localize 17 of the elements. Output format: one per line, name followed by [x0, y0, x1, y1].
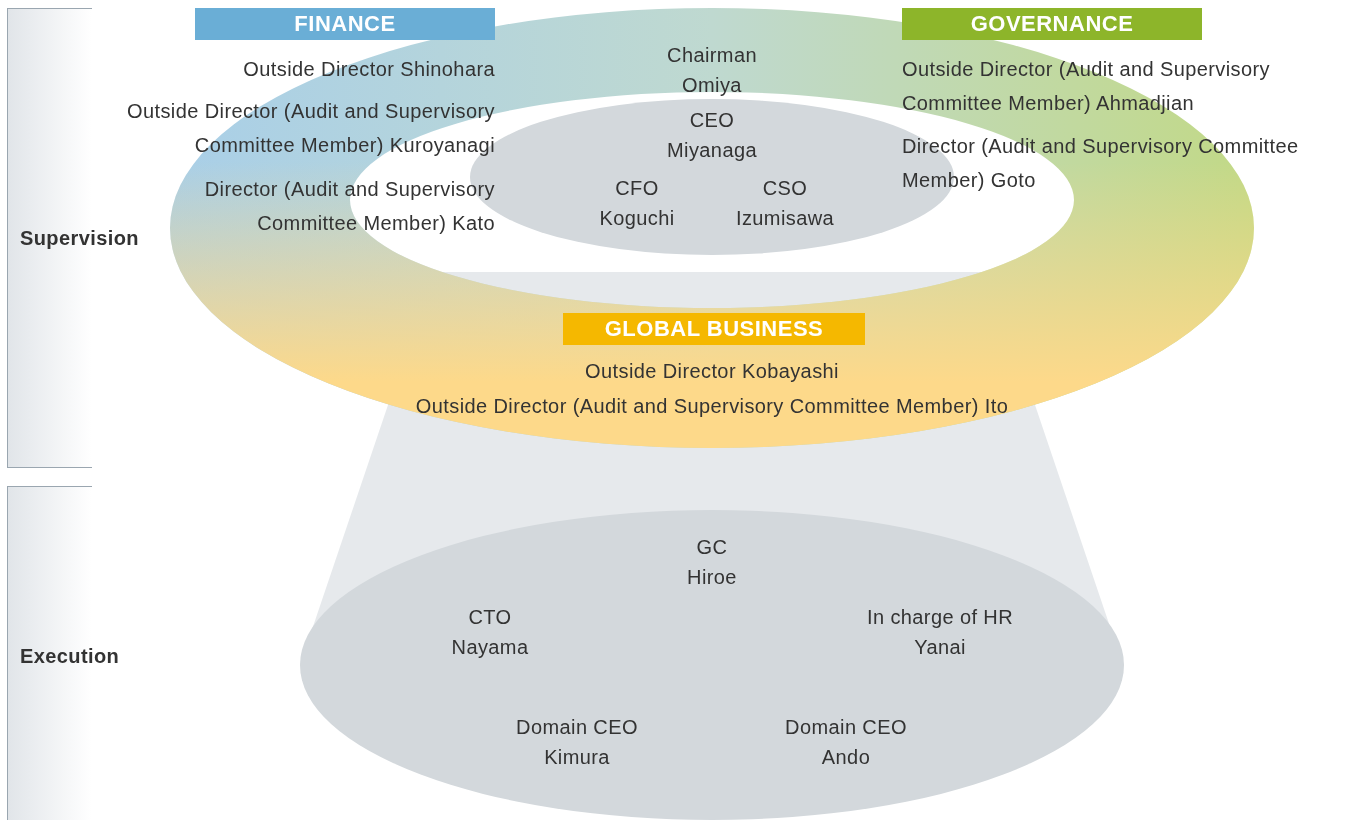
director-name-text: Outside Director (Audit and Supervisory Committee Member) Kuroyanagi [126, 99, 495, 158]
role-name-text: CEO Miyanaga [666, 108, 758, 163]
role-name-text: Domain CEO Ando [784, 715, 908, 770]
section-label: Supervision [20, 226, 139, 251]
role-name-text: Domain CEO Kimura [515, 715, 639, 770]
role-name-text: CFO Koguchi [598, 176, 676, 231]
director-name-text: Outside Director Shinohara [242, 57, 495, 82]
ellipse-shape [300, 510, 1124, 820]
section-label: Execution [20, 644, 120, 669]
role-name-text: GC Hiroe [686, 535, 738, 590]
director-name-text: Outside Director (Audit and Supervisory Committee Member) Ito [414, 394, 1010, 419]
director-name-text: Director (Audit and Supervisory Committee Member) Kato [203, 177, 495, 236]
role-name-text: CTO Nayama [450, 605, 530, 660]
director-name-text: Outside Director Kobayashi [584, 359, 840, 384]
role-name-text: CSO Izumisawa [734, 176, 836, 231]
role-name-text: In charge of HR Yanai [865, 605, 1015, 660]
role-name-text: Chairman Omiya [666, 43, 758, 98]
